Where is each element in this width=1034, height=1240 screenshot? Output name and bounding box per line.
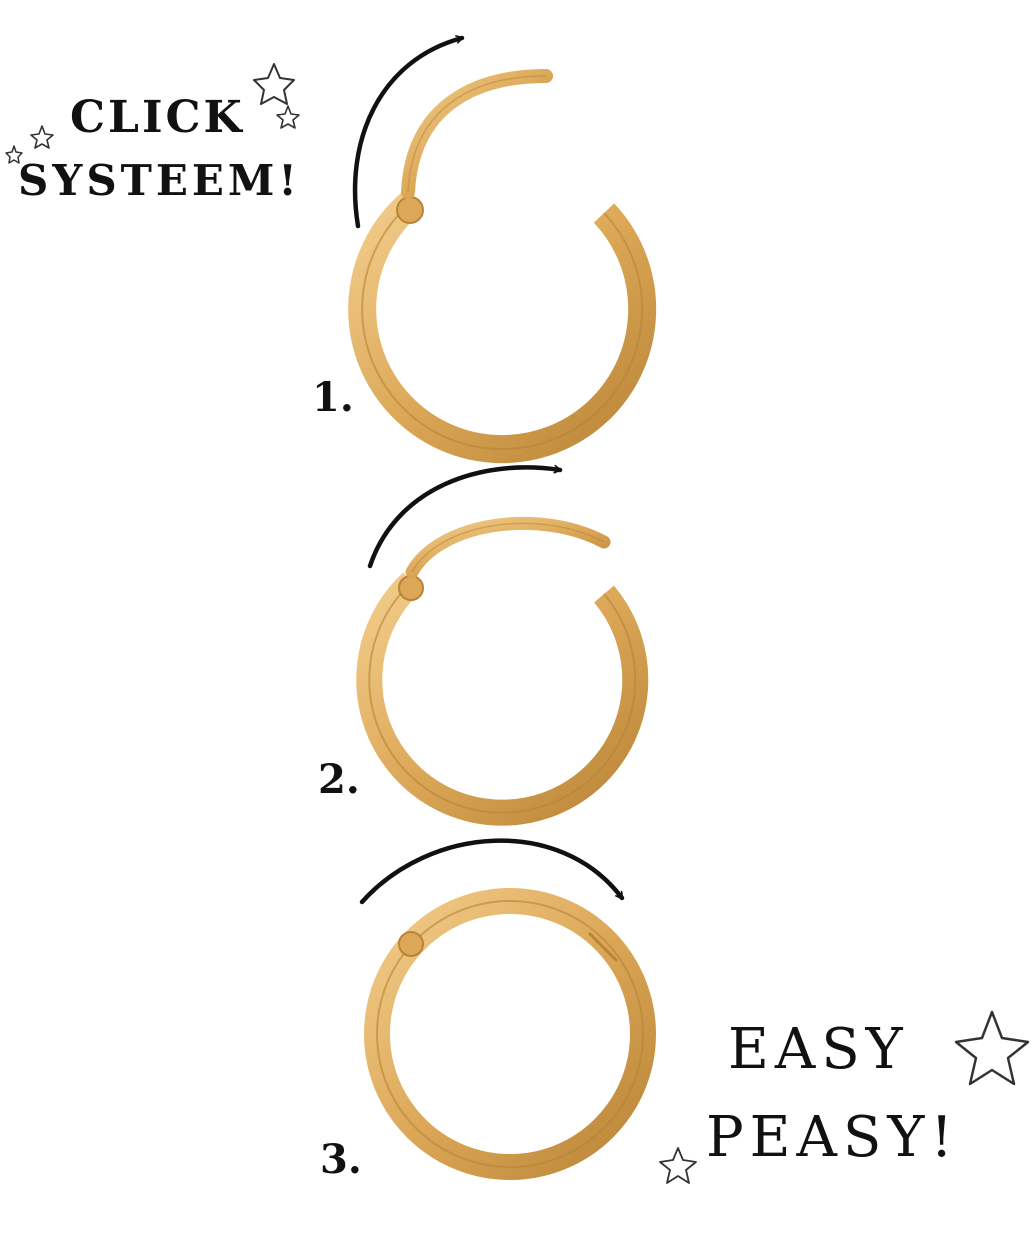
star-icon (954, 1010, 1030, 1086)
ring-half-open-step-2 (356, 516, 649, 826)
step-number-1: 1. (312, 374, 354, 421)
step-number-3: 3. (320, 1136, 362, 1183)
curved-arrow-icon (367, 464, 563, 569)
ring-open-step-1 (348, 69, 657, 464)
star-icon (30, 125, 54, 149)
headline-systeem: SYSTEEM! (18, 156, 301, 205)
star-icon (276, 105, 300, 129)
curved-arrow-icon (352, 35, 465, 229)
step-number-2: 2. (318, 756, 360, 803)
footer-easy: EASY (728, 1017, 909, 1082)
footer-peasy: PEASY! (706, 1105, 959, 1170)
star-icon (253, 63, 295, 105)
star-icon (659, 1147, 697, 1184)
headline-click: CLICK (70, 92, 245, 143)
curved-arrow-icon (359, 838, 625, 905)
ring-closed-step-3 (364, 888, 656, 1180)
star-icon (5, 145, 23, 164)
